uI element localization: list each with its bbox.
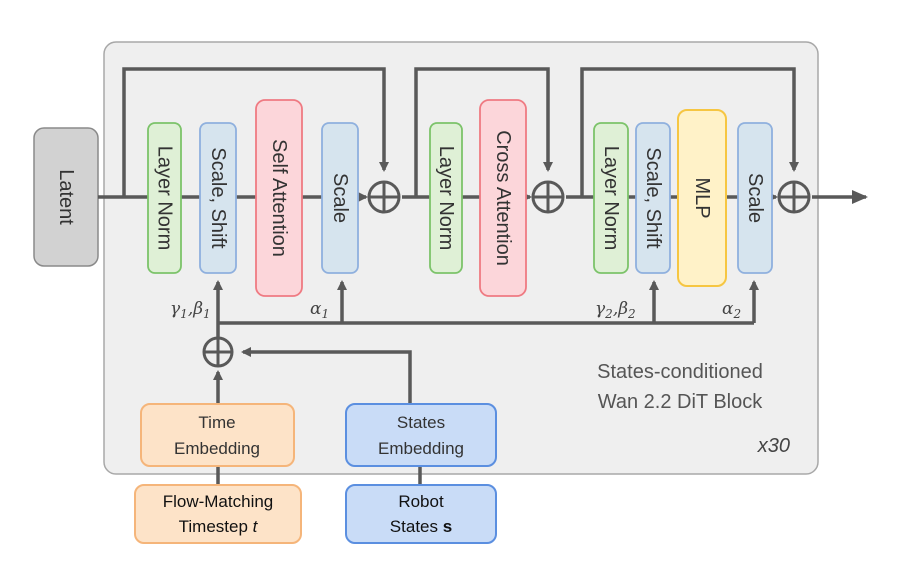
block-caption-line2: Wan 2.2 DiT Block bbox=[598, 391, 764, 413]
layer-norm-1-label: Layer Norm bbox=[154, 146, 176, 250]
layer-norm-1: Layer Norm bbox=[147, 122, 182, 274]
cross-attention: Cross Attention bbox=[479, 99, 527, 297]
scale-shift-2-label: Scale, Shift bbox=[642, 147, 664, 249]
scale-2: Scale bbox=[737, 122, 773, 274]
scale-1-label: Scale bbox=[329, 173, 351, 223]
scale-1: Scale bbox=[321, 122, 359, 274]
self-attention-label: Self Attention bbox=[268, 139, 290, 257]
time-embedding-line1: Time bbox=[198, 413, 235, 432]
robot-states-line2: States s bbox=[390, 517, 452, 536]
robot-states-line1: Robot bbox=[398, 492, 444, 511]
latent-label: Latent bbox=[55, 169, 77, 225]
sum-node-conditioning bbox=[202, 336, 234, 368]
robot-states: Robot States s bbox=[345, 484, 497, 544]
repeat-count: x30 bbox=[757, 435, 790, 457]
param-gamma1-beta1: γ1,β1 bbox=[170, 299, 211, 321]
time-embedding: Time Embedding bbox=[140, 403, 295, 467]
residual-connections bbox=[122, 67, 799, 197]
param-alpha1: α1 bbox=[310, 299, 329, 321]
self-attention: Self Attention bbox=[255, 99, 303, 297]
sum-node-2 bbox=[531, 180, 565, 214]
states-embedding-line2: Embedding bbox=[378, 439, 464, 458]
cross-attention-label: Cross Attention bbox=[492, 130, 514, 266]
sum-node-1 bbox=[367, 180, 401, 214]
flow-matching-timestep: Flow-Matching Timestep t bbox=[134, 484, 302, 544]
states-embedding: States Embedding bbox=[345, 403, 497, 467]
param-gamma2-beta2: γ2,β2 bbox=[595, 299, 636, 321]
conditioning-lines bbox=[213, 280, 759, 485]
mlp-label: MLP bbox=[691, 177, 713, 218]
scale-shift-1-label: Scale, Shift bbox=[207, 147, 229, 249]
mlp: MLP bbox=[677, 109, 727, 287]
layer-norm-2: Layer Norm bbox=[429, 122, 463, 274]
sum-node-3 bbox=[777, 180, 811, 214]
time-embedding-line2: Embedding bbox=[174, 439, 260, 458]
param-alpha2: α2 bbox=[722, 299, 741, 321]
scale-2-label: Scale bbox=[744, 173, 766, 223]
flow-matching-line1: Flow-Matching bbox=[163, 492, 274, 511]
layer-norm-2-label: Layer Norm bbox=[435, 146, 457, 250]
block-caption-line1: States-conditioned bbox=[597, 361, 763, 383]
flow-matching-line2: Timestep t bbox=[179, 517, 259, 536]
scale-shift-2: Scale, Shift bbox=[635, 122, 671, 274]
states-embedding-line1: States bbox=[397, 413, 445, 432]
layer-norm-3-label: Layer Norm bbox=[600, 146, 622, 250]
layer-norm-3: Layer Norm bbox=[593, 122, 629, 274]
scale-shift-1: Scale, Shift bbox=[199, 122, 237, 274]
